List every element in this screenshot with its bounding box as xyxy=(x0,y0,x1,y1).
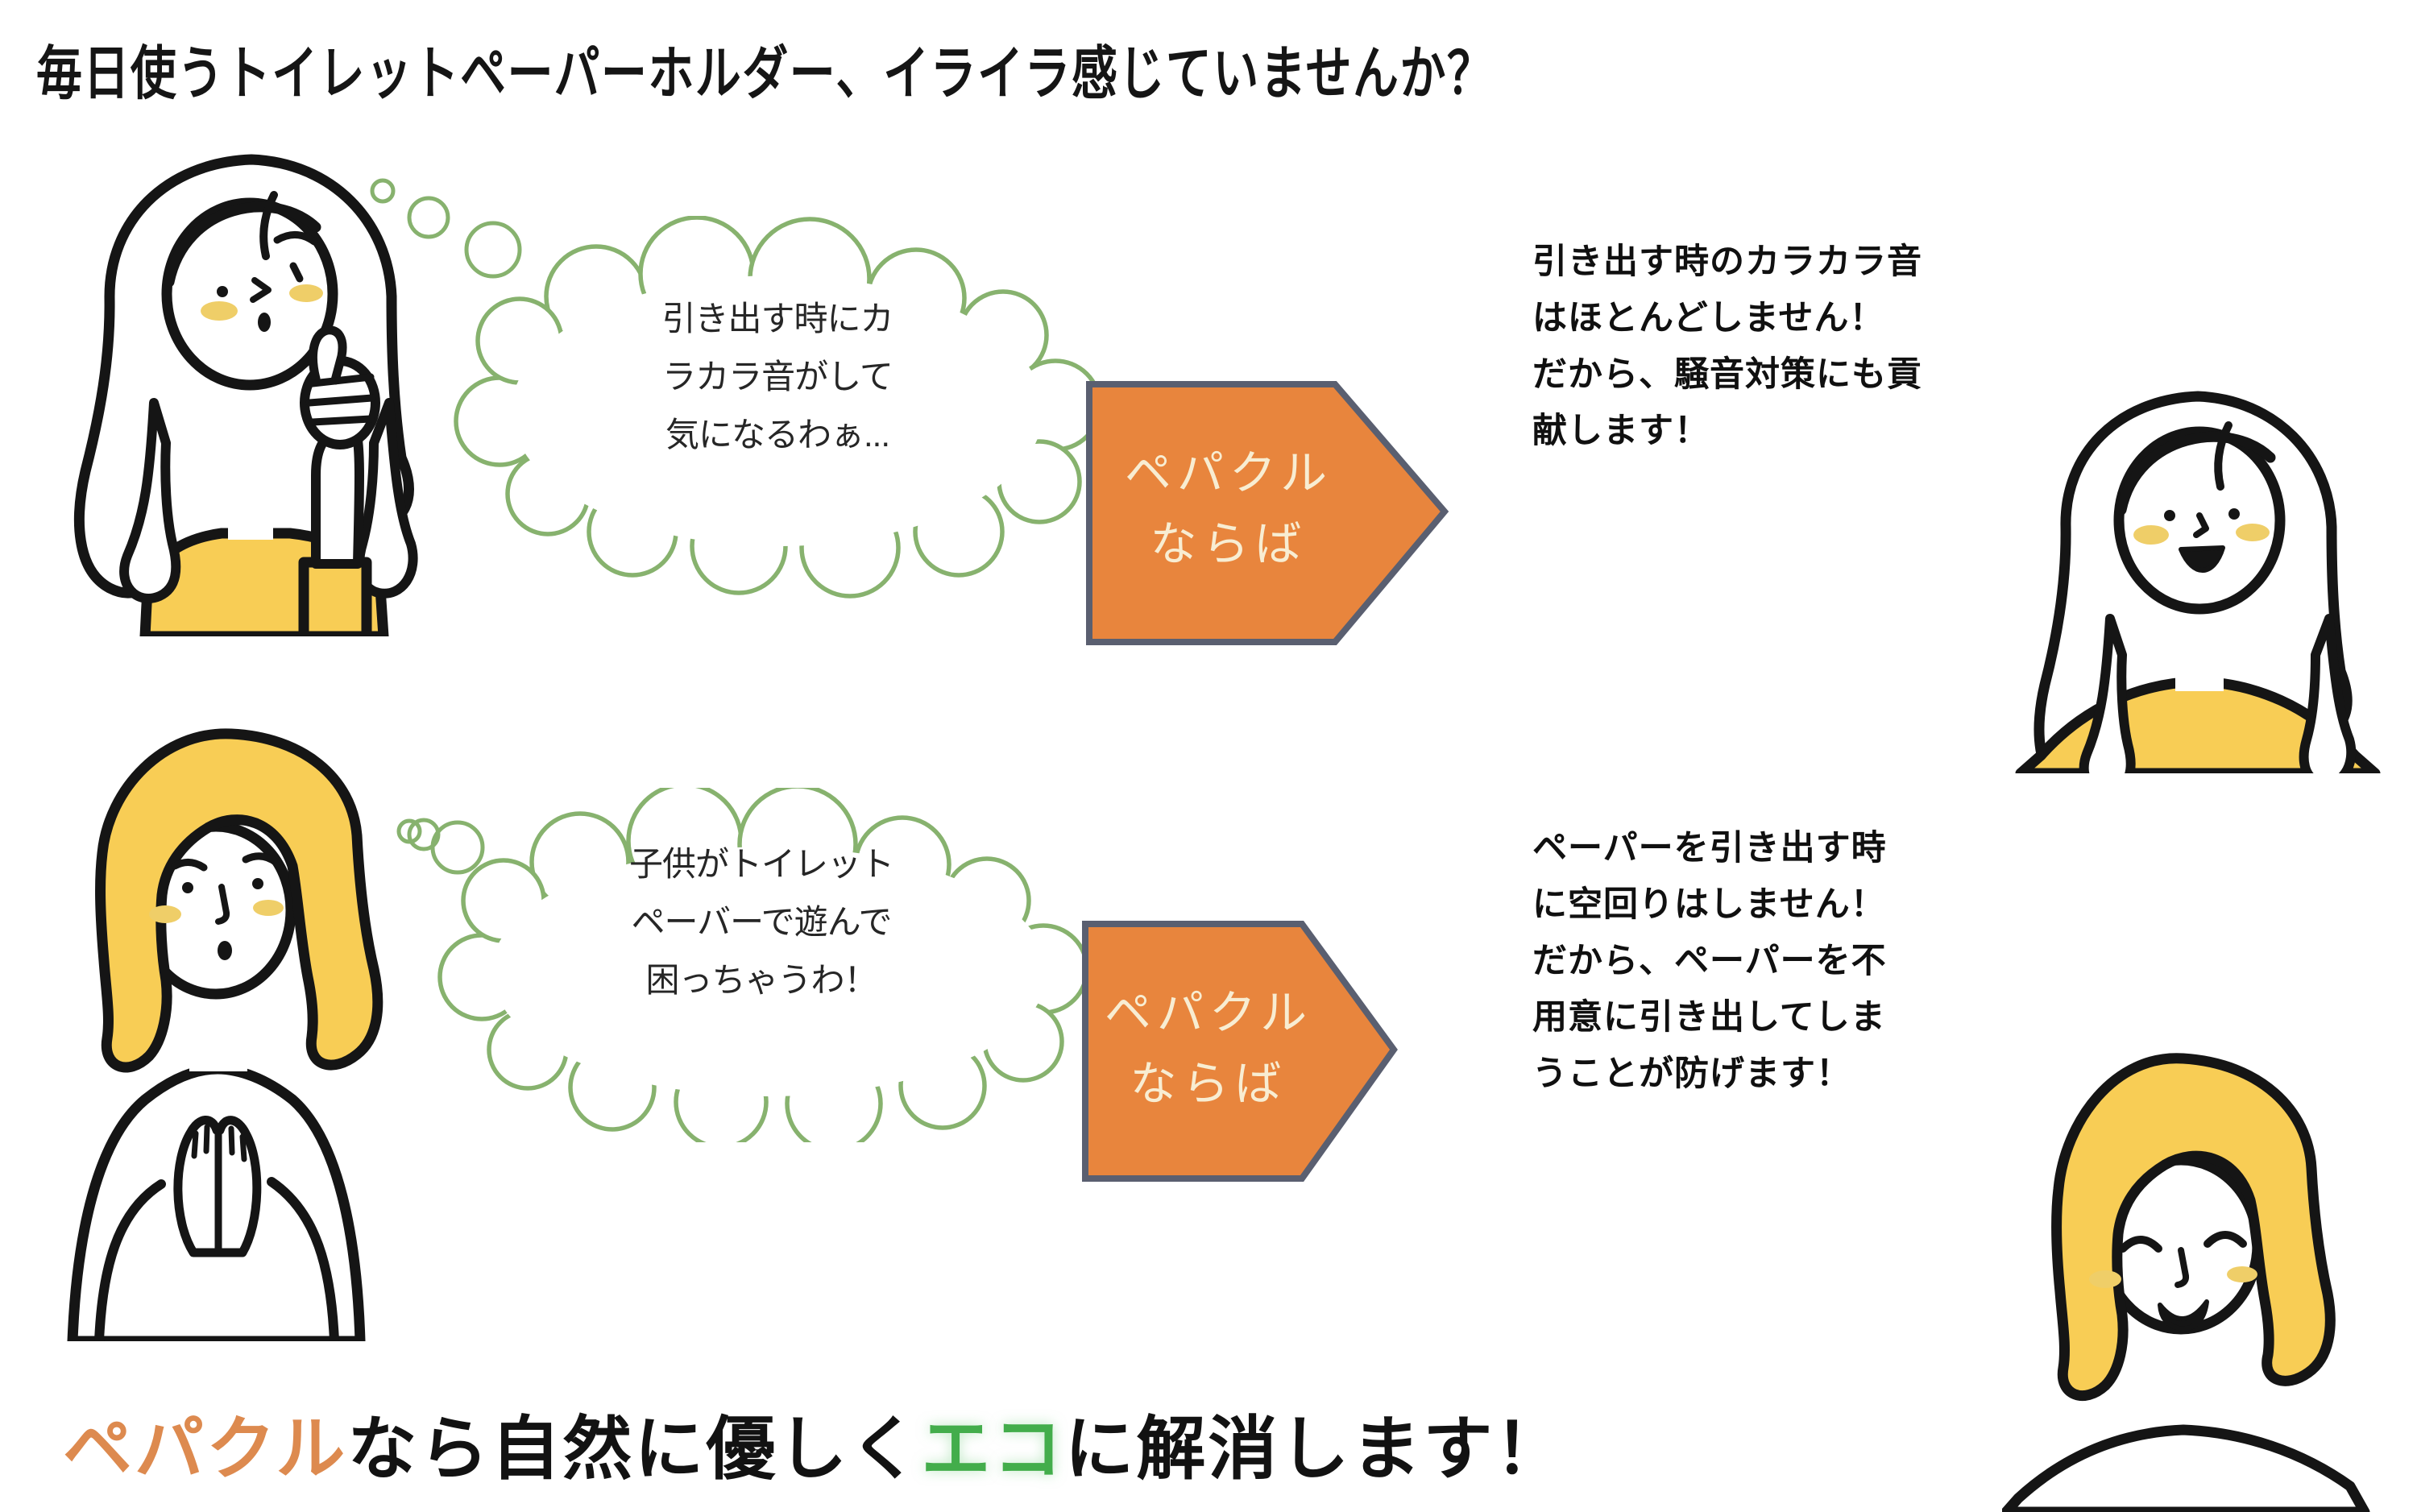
pepakuru-arrow-2-label: ペパクル ならば xyxy=(1080,978,1337,1120)
arrow-label-line: ペパクル xyxy=(1104,987,1313,1039)
footer-text: なら自然に優しく xyxy=(347,1411,922,1488)
thought-bubble-cloud xyxy=(437,788,1089,1142)
bubble-line: ペーバーで遊んで xyxy=(631,903,893,941)
bubble-line: ラカラ音がして xyxy=(662,358,893,396)
benefit-line: はほとんどしません！ xyxy=(1532,299,1885,338)
arrow-label-line: ペパクル xyxy=(1124,447,1333,499)
page-title: 毎日使うトイレットペーパーホルダー、イライラ感じていませんか？ xyxy=(36,42,1495,106)
benefit-line: ペーパーを引き出す時 xyxy=(1532,829,1887,868)
bubble-line: 子供がトイレット xyxy=(628,845,894,883)
woman-happy-long-hair-illustration xyxy=(2015,391,2381,773)
benefit-text-2: ペーパーを引き出す時 に空回りはしません！ だから、ペーパーを不 用意に引き出し… xyxy=(1532,820,1887,1102)
benefit-line: 献します！ xyxy=(1532,412,1710,450)
footer-brand-text: ペパクル xyxy=(63,1411,348,1488)
woman-happy-bob-hair-illustration xyxy=(2002,1053,2370,1512)
thought-trail-bubbles-icon xyxy=(396,818,485,875)
bubble-line: 引き出す時にカ xyxy=(661,300,893,338)
benefit-text-1: 引き出す時のカラカラ音 はほとんどしません！ だから、騒音対策にも貢 献します！ xyxy=(1532,234,1922,459)
benefit-line: だから、騒音対策にも貢 xyxy=(1532,355,1922,394)
benefit-line: 引き出す時のカラカラ音 xyxy=(1532,242,1922,281)
bubble-line: 困っちゃうわ！ xyxy=(645,961,877,999)
woman-worried-bob-hair-illustration xyxy=(67,728,383,1341)
benefit-line: うことが防げます！ xyxy=(1532,1054,1851,1093)
footer-slogan: ペパクルなら自然に優しくエコに解消します！ xyxy=(63,1392,1566,1493)
footer-eco-text: エコ xyxy=(921,1411,1065,1488)
pepakuru-arrow-shape xyxy=(1086,381,1449,645)
bubble-line: 気になるわぁ... xyxy=(665,416,890,454)
benefit-line: だから、ペーパーを不 xyxy=(1532,942,1887,980)
woman-worried-long-hair-illustration xyxy=(73,154,418,636)
arrow-label-line: ならば xyxy=(1130,1058,1287,1110)
benefit-line: 用意に引き出してしま xyxy=(1532,998,1886,1037)
pepakuru-arrow-1-label: ペパクル ならば xyxy=(1096,438,1362,580)
benefit-line: に空回りはしません！ xyxy=(1532,885,1886,924)
thought-bubble-1-text: 引き出す時にカ ラカラ音がして 気になるわぁ... xyxy=(520,290,1035,464)
pepakuru-arrow-shape xyxy=(1082,921,1398,1182)
arrow-label-line: ならば xyxy=(1150,518,1308,570)
thought-bubble-2-text: 子供がトイレット ペーバーで遊んで 困っちゃうわ！ xyxy=(495,835,1027,1009)
thought-bubble-cloud xyxy=(454,216,1102,599)
thought-trail-bubbles-icon xyxy=(370,178,522,279)
footer-text: に解消します！ xyxy=(1064,1411,1567,1488)
